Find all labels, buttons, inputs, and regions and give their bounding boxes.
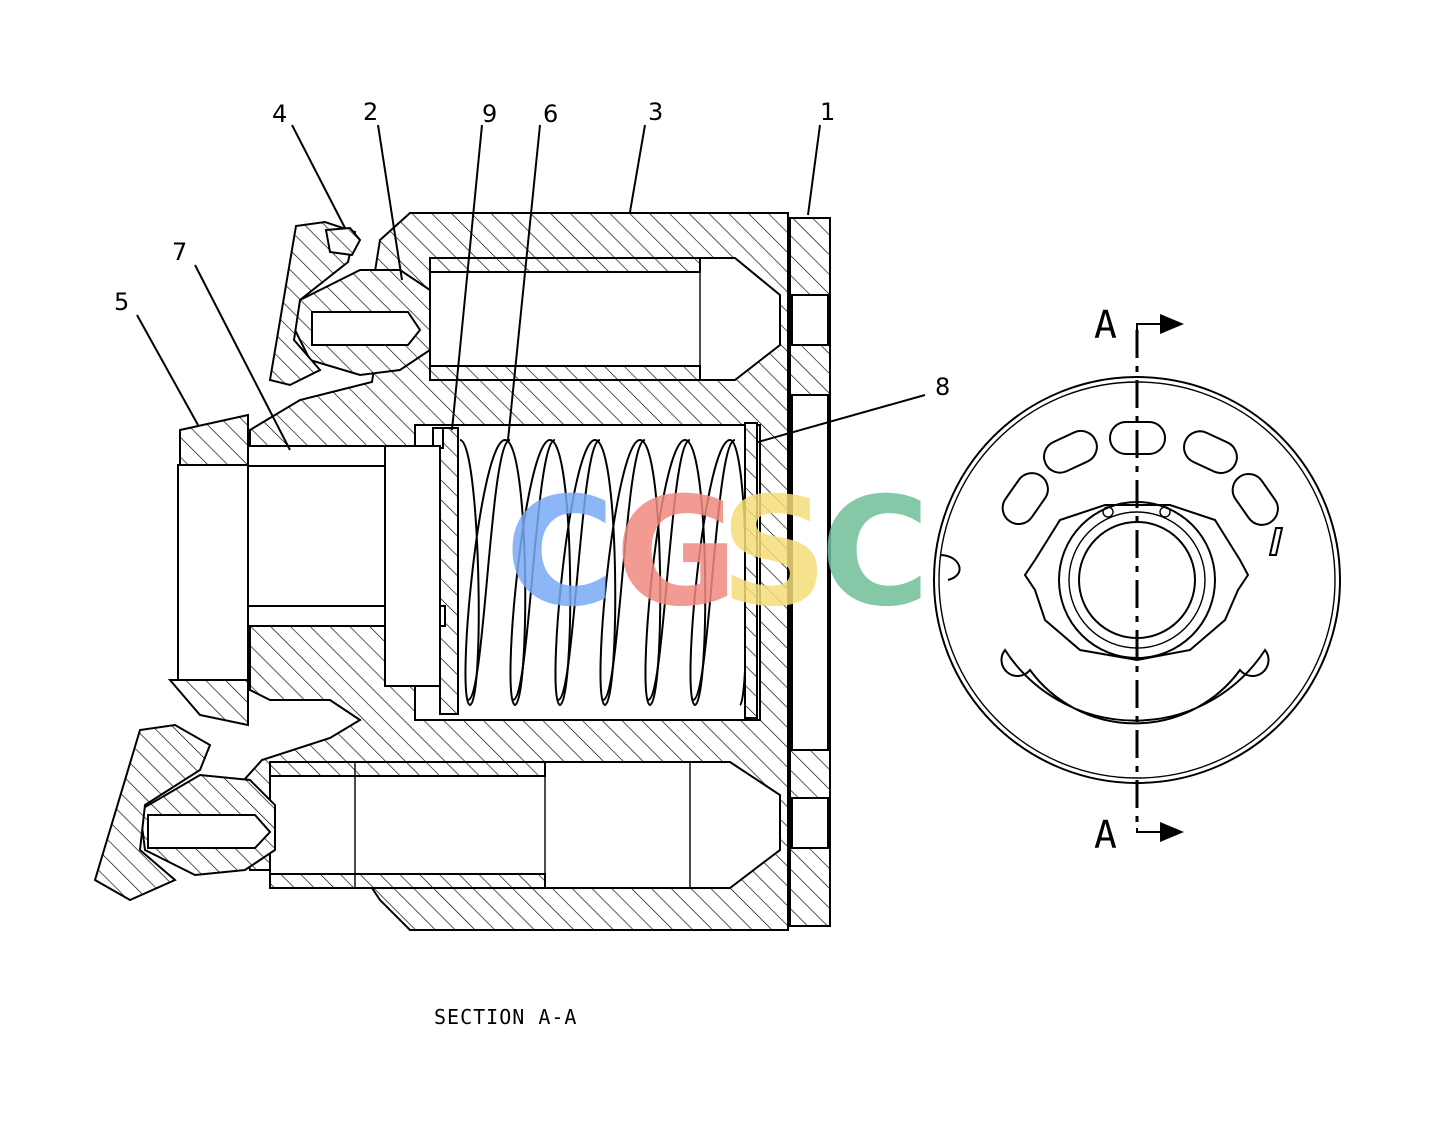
upper-piston-rod bbox=[311, 311, 422, 346]
dowel-left bbox=[1102, 506, 1114, 518]
hub-outline bbox=[1023, 504, 1250, 662]
right-spring-washer bbox=[744, 422, 758, 719]
callout-6: 6 bbox=[543, 100, 558, 128]
leader-lines bbox=[136, 124, 926, 451]
center-hub bbox=[384, 445, 441, 687]
end-plate-port-bottom bbox=[791, 797, 829, 849]
upper-sleeve-bottom bbox=[429, 365, 701, 381]
section-mark-bottom: A bbox=[1094, 813, 1117, 857]
center-bore bbox=[244, 465, 391, 607]
section-mark-top: A bbox=[1094, 303, 1117, 347]
watermark-logo: C G S C bbox=[505, 466, 930, 640]
slot-2 bbox=[1043, 429, 1098, 474]
lower-retainer bbox=[93, 723, 212, 902]
section-arrow-bottom bbox=[1136, 822, 1184, 842]
callout-7: 7 bbox=[172, 238, 187, 266]
lower-sleeve bbox=[269, 761, 546, 777]
cylinder-barrel-section bbox=[93, 212, 831, 931]
callout-3: 3 bbox=[648, 98, 663, 126]
lower-sleeve-bottom bbox=[269, 873, 546, 889]
slot-4 bbox=[1001, 472, 1049, 526]
locating-tab bbox=[939, 554, 961, 581]
slot-5 bbox=[1231, 472, 1279, 526]
end-plate-port-mid bbox=[791, 394, 829, 751]
callout-9: 9 bbox=[482, 100, 497, 128]
svg-text:C: C bbox=[820, 466, 930, 640]
end-plate-port-top bbox=[791, 294, 829, 346]
callout-5: 5 bbox=[114, 288, 129, 316]
callout-1: 1 bbox=[820, 98, 835, 126]
svg-text:C: C bbox=[505, 466, 615, 640]
upper-retainer bbox=[268, 220, 357, 387]
callout-2: 2 bbox=[363, 98, 378, 126]
pin bbox=[1268, 527, 1284, 556]
arc-slot bbox=[1000, 648, 1270, 725]
callout-numbers: 1 2 3 4 5 6 7 8 9 bbox=[114, 98, 950, 401]
dowel-right bbox=[1159, 506, 1171, 518]
left-spring-washer bbox=[439, 427, 459, 715]
valve-plate-end-view: A A bbox=[933, 303, 1341, 857]
slot-3 bbox=[1183, 430, 1238, 475]
spherical-washer bbox=[179, 413, 249, 466]
upper-bore bbox=[429, 257, 781, 381]
callout-8: 8 bbox=[935, 373, 950, 401]
section-caption: SECTION A-A bbox=[434, 1005, 577, 1029]
spring bbox=[459, 438, 748, 707]
upper-sleeve bbox=[429, 257, 701, 273]
svg-text:G: G bbox=[615, 466, 738, 640]
upper-shoe-cap bbox=[324, 226, 362, 257]
section-arrow-top bbox=[1136, 314, 1184, 334]
spherical-bore bbox=[177, 464, 249, 681]
spherical-washer-lower bbox=[167, 679, 249, 727]
lower-bore bbox=[269, 761, 781, 889]
callout-4: 4 bbox=[272, 100, 287, 128]
svg-text:S: S bbox=[720, 466, 828, 640]
lower-piston-rod bbox=[147, 814, 272, 849]
